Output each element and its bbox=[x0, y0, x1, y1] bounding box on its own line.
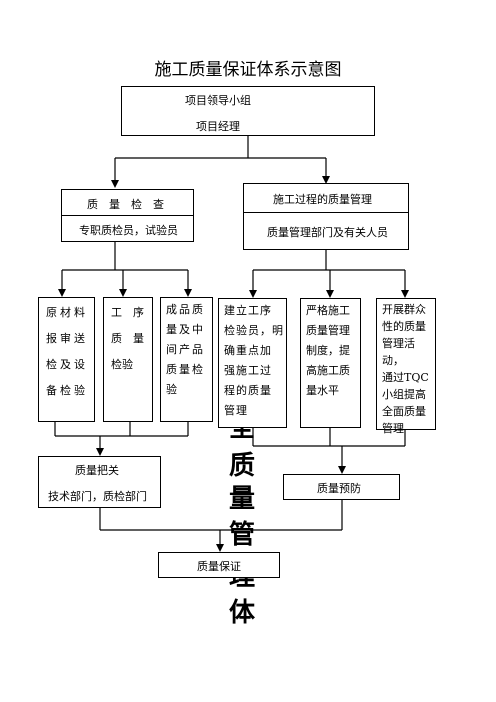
raw-material-box: 原材料 报审送 检及设 备检验 bbox=[38, 297, 95, 422]
project-manager: 项目经理 bbox=[196, 120, 240, 133]
quality-prevention-label: 质量预防 bbox=[317, 482, 361, 495]
quality-assurance-box: 质量保证 bbox=[158, 552, 280, 578]
process-management-staff: 质量管理部门及有关人员 bbox=[267, 226, 388, 239]
watermark-char: 质 bbox=[228, 451, 255, 481]
key-points-box: 建立工序 检验员，明 确重点加 强施工过 程的质量 管理 bbox=[218, 298, 287, 428]
quality-gate-title: 质量把关 bbox=[75, 464, 119, 477]
project-leader-box: 项目领导小组 项目经理 bbox=[121, 86, 375, 136]
finished-product-box: 成品质 量及中 间产品 质量检 验 bbox=[160, 297, 213, 422]
quality-gate-departments: 技术部门，质检部门 bbox=[48, 490, 147, 503]
procedure-box: 工 序 质 量 检验 bbox=[103, 297, 153, 422]
quality-gate-box: 质量把关 技术部门，质检部门 bbox=[38, 456, 161, 508]
process-management-title: 施工过程的质量管理 bbox=[273, 193, 372, 206]
diagram-title: 施工质量保证体系示意图 bbox=[154, 60, 342, 80]
quality-prevention-box: 质量预防 bbox=[283, 474, 400, 500]
watermark-char: 体 bbox=[228, 598, 255, 628]
inspection-title: 质 量 检 查 bbox=[87, 198, 164, 211]
procedure-text: 工 序 质 量 检验 bbox=[111, 306, 144, 371]
watermark-char: 量 bbox=[228, 484, 255, 514]
strict-management-box: 严格施工 质量管理 制度，提 高施工质 量水平 bbox=[300, 298, 361, 428]
raw-material-text: 原材料 报审送 检及设 备检验 bbox=[46, 306, 88, 397]
strict-management-text: 严格施工 质量管理 制度，提 高施工质 量水平 bbox=[306, 304, 350, 397]
inspection-staff: 专职质检员，试验员 bbox=[79, 224, 178, 237]
process-management-box: 施工过程的质量管理 质量管理部门及有关人员 bbox=[243, 183, 409, 250]
tqc-text: 开展群众 性的质量 管理活动， 通过TQC 小组提高 全面质量 管理 bbox=[382, 303, 429, 435]
watermark-char: 管 bbox=[228, 520, 255, 550]
finished-product-text: 成品质 量及中 间产品 质量检 验 bbox=[166, 303, 205, 396]
quality-assurance-label: 质量保证 bbox=[197, 560, 241, 573]
key-points-text: 建立工序 检验员，明 确重点加 强施工过 程的质量 管理 bbox=[224, 304, 284, 417]
tqc-box: 开展群众 性的质量 管理活动， 通过TQC 小组提高 全面质量 管理 bbox=[376, 298, 436, 435]
project-leader-group: 项目领导小组 bbox=[185, 94, 251, 107]
quality-inspection-box: 质 量 检 查 专职质检员，试验员 bbox=[61, 189, 194, 242]
